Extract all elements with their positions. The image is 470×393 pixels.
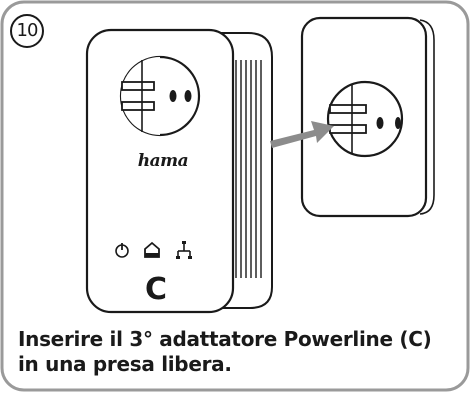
network-icon [176,241,192,259]
wall-socket [326,80,404,158]
step-number: 10 [10,14,44,48]
home-icon [144,241,160,258]
caption-line-1: Inserire il 3° adattatore Powerline (C) [18,327,432,351]
caption-line-2: in una presa libera. [18,352,232,376]
brand-logo: hama [137,151,189,171]
power-icon [115,243,129,258]
instruction-caption: Inserire il 3° adattatore Powerline (C) … [18,327,458,377]
insert-arrow [270,121,334,148]
adapter-letter: C [144,272,168,307]
adapter-socket [119,55,201,137]
